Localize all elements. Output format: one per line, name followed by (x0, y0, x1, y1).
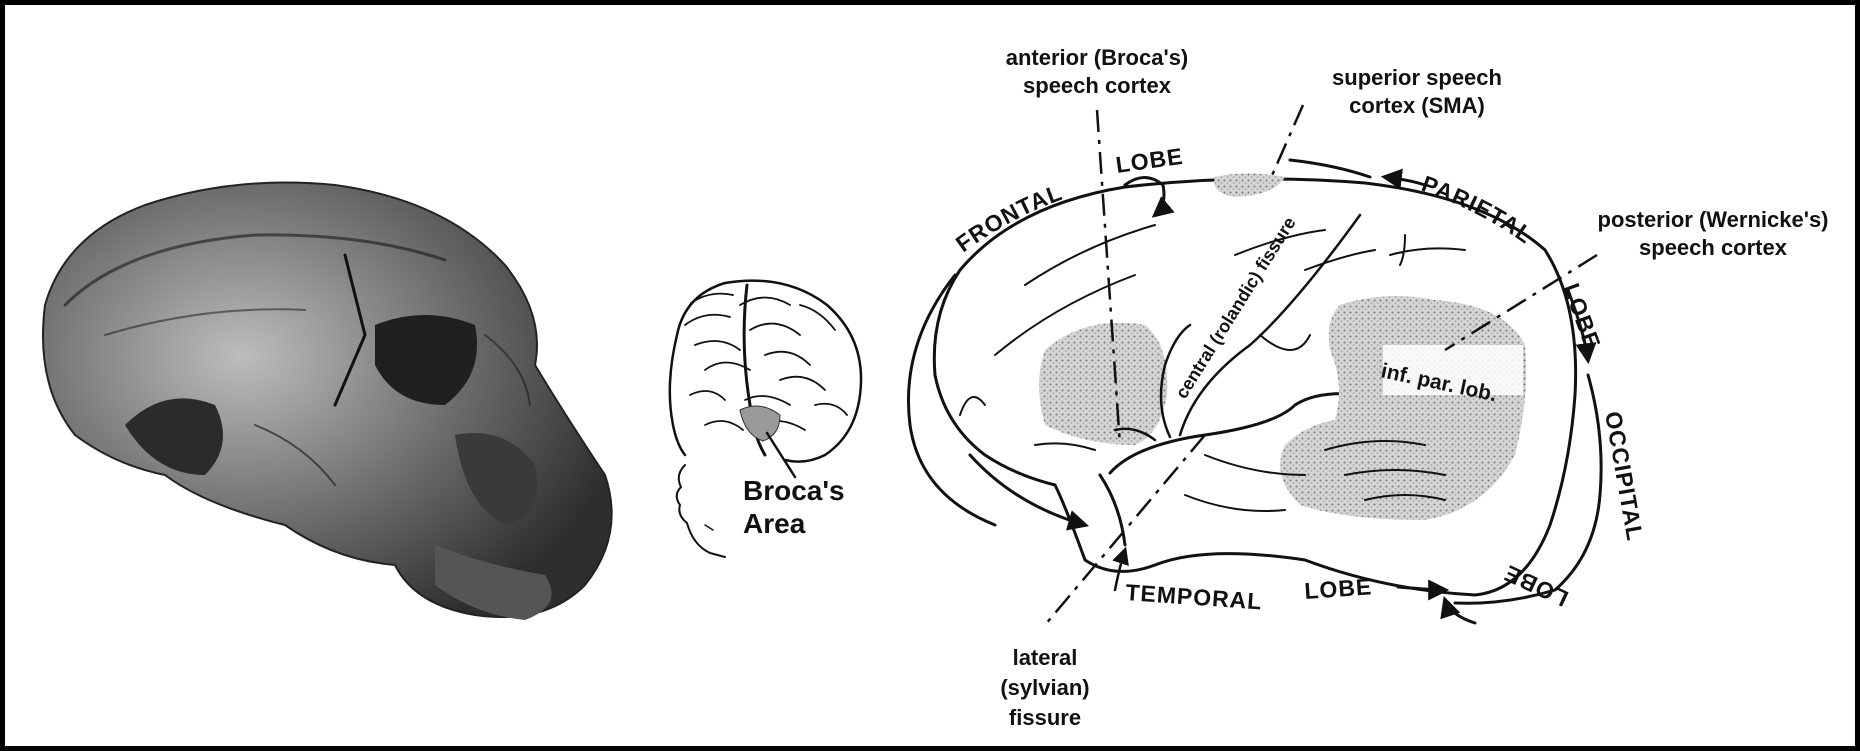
brocas-area-label-line2: Area (743, 508, 806, 539)
posterior-speech-cortex-line1: posterior (Wernicke's) (1598, 207, 1829, 232)
occipital-lobe-word: LOBE (1500, 560, 1573, 612)
superior-speech-cortex-line2: cortex (SMA) (1349, 93, 1485, 118)
hominid-skull-image (43, 183, 612, 621)
temporal-lobe-word: LOBE (1304, 573, 1374, 604)
occipital-lobe-label: OCCIPITAL (1600, 409, 1648, 543)
figure-canvas: Broca's Area FRONTAL LOBE PARIET (5, 5, 1855, 746)
temporal-lobe-label: TEMPORAL (1125, 579, 1264, 614)
superior-speech-cortex-line1: superior speech (1332, 65, 1502, 90)
figure-frame: Broca's Area FRONTAL LOBE PARIET (5, 5, 1855, 746)
brocas-area-label-line1: Broca's (743, 475, 845, 506)
brain-diagram: FRONTAL LOBE PARIETAL LOBE OCCIPITAL LOB… (908, 105, 1648, 625)
posterior-speech-cortex-line2: speech cortex (1639, 235, 1788, 260)
lateral-fissure-line3: fissure (1009, 705, 1081, 730)
frontal-lobe-word: LOBE (1114, 143, 1185, 178)
lateral-fissure-line1: lateral (1013, 645, 1078, 670)
anterior-speech-cortex-line2: speech cortex (1023, 73, 1172, 98)
anterior-speech-cortex-line1: anterior (Broca's) (1006, 45, 1189, 70)
lateral-fissure-line2: (sylvian) (1000, 675, 1089, 700)
head-profile-image: Broca's Area (670, 281, 861, 557)
